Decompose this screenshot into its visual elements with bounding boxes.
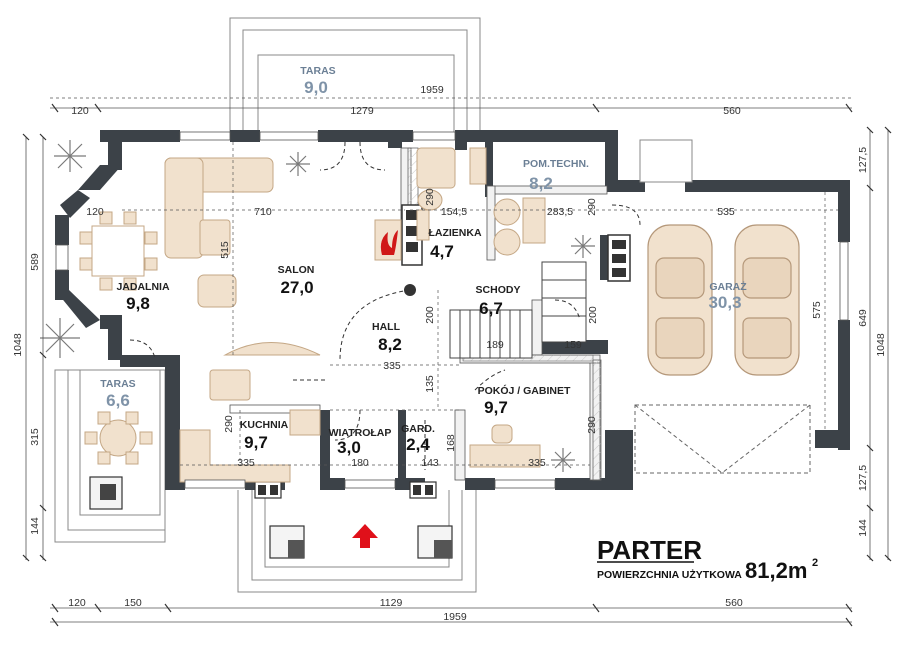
- room-area: 9,7: [244, 433, 268, 452]
- dimension-label: 200: [424, 306, 436, 324]
- dimension-label: 1129: [380, 597, 403, 609]
- plan-total-area: 81,2m: [745, 558, 807, 583]
- external-dimension-labels: 120 1279 1959 560 120 150 1129 560 1959 …: [12, 84, 887, 623]
- dimension-label: 589: [29, 253, 41, 271]
- room-area: 4,7: [430, 242, 454, 261]
- room-name: TARAS: [100, 378, 135, 390]
- room-name: JADALNIA: [116, 281, 170, 293]
- dimension-label: 154,5: [441, 206, 467, 218]
- terrace-entrance: [237, 484, 477, 593]
- dimension-label: 290: [586, 416, 598, 434]
- dimension-label: 127,5: [857, 465, 869, 491]
- exterior-walls: [55, 130, 850, 490]
- title-block: PARTER POWIERZCHNIA UŻYTKOWA 81,2m 2: [597, 535, 818, 583]
- dimension-label: 127,5: [857, 147, 869, 173]
- dimension-label: 143: [421, 457, 439, 469]
- car-icon: [647, 224, 800, 376]
- dimension-label: 560: [723, 105, 741, 117]
- dimension-label: 189: [486, 339, 504, 351]
- dimension-label: 1959: [443, 611, 467, 623]
- dimension-label: 200: [587, 306, 599, 324]
- dimension-label: 575: [811, 301, 823, 319]
- dimension-label: 290: [586, 198, 598, 216]
- room-name: SCHODY: [476, 284, 521, 296]
- dimension-label: 159: [564, 339, 582, 351]
- room-area: 30,3: [708, 293, 741, 312]
- stairs: [449, 261, 587, 359]
- dimension-lines-internal: [122, 142, 838, 466]
- windows: [55, 131, 849, 489]
- dimension-label: 168: [445, 434, 457, 452]
- chimney-stack: [639, 139, 693, 183]
- dimension-label: 1959: [420, 84, 444, 96]
- entrance-arrow-icon: [352, 524, 378, 548]
- room-name: WIATROŁAP: [329, 427, 392, 439]
- chimney-icon: [254, 204, 631, 499]
- plant-icon: [40, 140, 595, 472]
- dimension-label: 290: [424, 188, 436, 206]
- room-area: 9,7: [484, 398, 508, 417]
- room-name: GARAŻ: [709, 280, 747, 293]
- room-name: HALL: [372, 321, 401, 333]
- dimension-label: 535: [717, 206, 735, 218]
- internal-dimension-labels: 120 710 515 290 154,5 283,5 290 535 575 …: [86, 188, 823, 469]
- dimension-label: 144: [857, 519, 869, 537]
- dimension-label: 120: [86, 206, 104, 218]
- dimension-label: 515: [219, 241, 231, 259]
- dimension-label: 180: [351, 457, 369, 469]
- terrace-left: [54, 369, 166, 543]
- plan-subtitle: POWIERZCHNIA UŻYTKOWA: [597, 568, 742, 581]
- dimension-label: 649: [857, 309, 869, 327]
- room-area: 6,7: [479, 299, 503, 318]
- plan-title: PARTER: [597, 535, 702, 565]
- fireplace-icon: [380, 230, 398, 255]
- dimension-label: 290: [223, 415, 235, 433]
- room-area: 8,2: [529, 174, 553, 193]
- dimension-ticks: [22, 103, 892, 627]
- room-area: 8,2: [378, 335, 402, 354]
- room-area: 2,4: [406, 435, 430, 454]
- room-name: SALON: [278, 264, 315, 276]
- plan-area-unit-sup: 2: [812, 557, 818, 569]
- dimension-lines-external: [25, 97, 889, 623]
- dimension-label: 335: [383, 360, 401, 372]
- dimension-label: 335: [528, 457, 546, 469]
- dimension-label: 710: [254, 206, 272, 218]
- hall-column: [404, 284, 416, 296]
- dimension-label: 335: [237, 457, 255, 469]
- room-area: 9,0: [304, 78, 328, 97]
- garage-door: [634, 404, 811, 474]
- dimension-label: 135: [424, 375, 436, 393]
- room-name: TARAS: [300, 65, 335, 77]
- dimension-label: 1048: [875, 333, 887, 357]
- dimension-label: 283,5: [547, 206, 573, 218]
- dimension-label: 315: [29, 428, 41, 446]
- room-area: 3,0: [337, 438, 361, 457]
- dimension-label: 560: [725, 597, 743, 609]
- dimension-label: 1279: [350, 105, 374, 117]
- room-area: 9,8: [126, 294, 150, 313]
- dimension-label: 120: [71, 105, 89, 117]
- room-area: 6,6: [106, 391, 130, 410]
- terrace-top: [229, 17, 481, 137]
- room-name: ŁAZIENKA: [428, 227, 481, 239]
- room-name: KUCHNIA: [240, 419, 289, 431]
- dimension-label: 120: [68, 597, 86, 609]
- room-name: GARD.: [401, 423, 435, 435]
- furniture: [79, 147, 546, 483]
- dimension-label: 150: [124, 597, 142, 609]
- room-labels: TARAS 9,0 SALON 27,0 JADALNIA 9,8 ŁAZIEN…: [100, 65, 747, 457]
- room-area: 27,0: [280, 278, 313, 297]
- room-name: POKÓJ / GABINET: [478, 384, 571, 397]
- dimension-label: 144: [29, 517, 41, 535]
- room-name: POM.TECHN.: [523, 158, 589, 170]
- dimension-label: 1048: [12, 333, 24, 357]
